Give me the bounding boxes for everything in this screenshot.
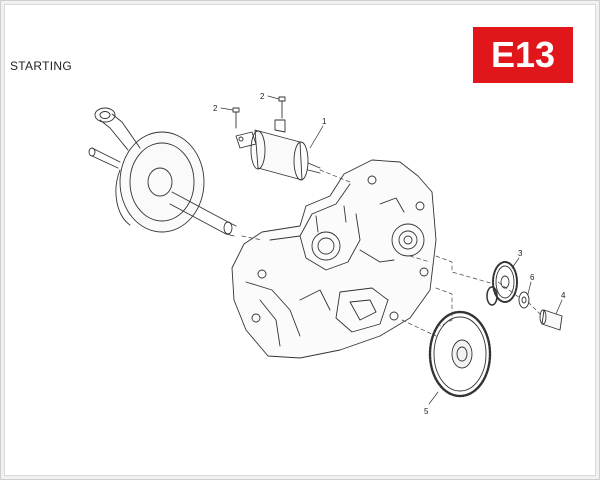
shaft [539,309,563,331]
callout-labels: 1 2 2 3 4 5 6 [213,92,566,416]
callout-part-5: 5 [424,407,429,416]
callout-part-3: 3 [518,249,523,258]
callout-part-6: 6 [530,273,535,282]
crankcase [231,159,437,359]
diagram-code-badge: E13 [473,27,573,83]
assembly-guide-lines [241,169,543,337]
callout-leaders [220,95,563,405]
callout-part-2-right: 2 [260,92,265,101]
crankshaft [88,107,237,237]
bolts [232,96,286,129]
starter-motor [235,119,321,181]
starter-driven-gear [428,310,492,398]
section-title: STARTING [10,59,72,73]
washer [518,291,530,309]
callout-part-2-left: 2 [213,104,218,113]
idler-gear [486,261,518,306]
callout-part-4: 4 [561,291,566,300]
callout-part-1: 1 [322,117,327,126]
